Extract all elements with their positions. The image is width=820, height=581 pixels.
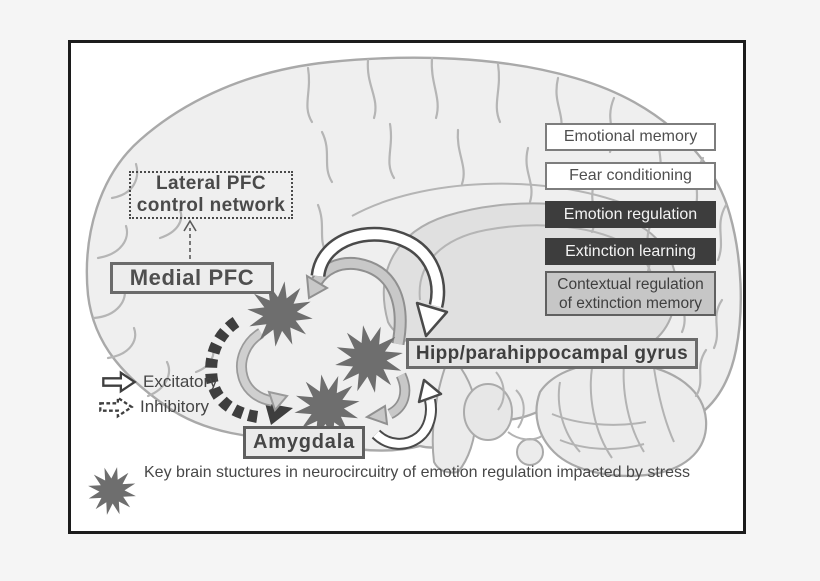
- process-box-contextual-regulation: Contextual regulation of extinction memo…: [545, 271, 716, 316]
- legend-inhibitory: Inhibitory: [97, 395, 209, 419]
- inhibitory-arrow-icon: [99, 395, 134, 419]
- legend-inhibitory-label: Inhibitory: [140, 397, 209, 416]
- legend-excitatory-label: Excitatory: [143, 372, 218, 391]
- gray-curved-arrow-mpfc-to-amygdala: [236, 328, 289, 412]
- white-curved-arrow-mpfc-to-hipp: [310, 226, 449, 338]
- amygdala-label: Amygdala: [243, 426, 365, 459]
- gray-curved-arrow-hipp-to-mpfc: [305, 256, 407, 346]
- dashed-up-arrow-connector: [183, 219, 197, 259]
- medial-pfc-label: Medial PFC: [110, 262, 274, 294]
- gray-curved-arrow-hipp-to-amygdala: [364, 372, 411, 426]
- excitatory-arrow-icon: [102, 370, 137, 394]
- process-box-emotion-regulation: Emotion regulation: [545, 201, 716, 228]
- figure-caption: Key brain stuctures in neurocircuitry of…: [86, 464, 690, 482]
- contextual-line2: of extinction memory: [559, 294, 702, 312]
- brainstem: [431, 352, 543, 474]
- white-curved-arrow-amygdala-to-hipp: [371, 378, 443, 450]
- lateral-pfc-line2: control network: [136, 195, 286, 216]
- process-box-extinction-learning: Extinction learning: [545, 238, 716, 265]
- process-box-emotional-memory: Emotional memory: [545, 123, 716, 151]
- contextual-line1: Contextual regulation: [557, 275, 704, 293]
- hipp-parahippocampal-label: Hipp/parahippocampal gyrus: [406, 338, 698, 369]
- lateral-pfc-line1: Lateral PFC: [156, 173, 266, 194]
- caption-text: Key brain stuctures in neurocircuitry of…: [144, 464, 691, 481]
- lateral-pfc-label: Lateral PFC control network: [129, 171, 293, 219]
- process-box-fear-conditioning: Fear conditioning: [545, 162, 716, 190]
- inhibitory-curved-arrow: [205, 317, 293, 425]
- legend-excitatory: Excitatory: [100, 370, 218, 394]
